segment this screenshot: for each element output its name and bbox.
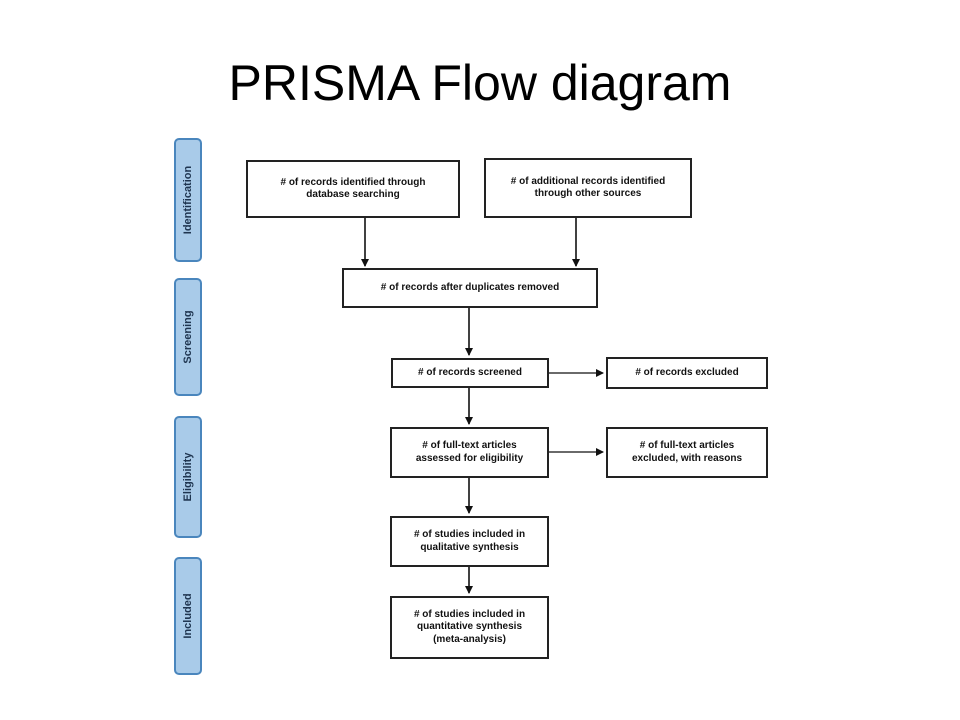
phase-identification: Identification (174, 138, 202, 262)
box-qualitative-synthesis-text: # of studies included in qualitative syn… (413, 529, 526, 553)
box-full-text-assessed-text: # of full-text articles assessed for eli… (415, 440, 524, 464)
box-records-screened-text: # of records screened (418, 366, 522, 378)
box-full-text-assessed: # of full-text articles assessed for eli… (390, 427, 549, 478)
box-qualitative-synthesis: # of studies included in qualitative syn… (390, 516, 549, 567)
box-other-sources: # of additional records identified throu… (484, 158, 692, 218)
box-quantitative-synthesis: # of studies included in quantitative sy… (390, 596, 549, 659)
box-quantitative-synthesis-text: # of studies included in quantitative sy… (413, 608, 526, 645)
phase-included: Included (174, 557, 202, 675)
phase-screening: Screening (174, 278, 202, 396)
box-other-sources-text: # of additional records identified throu… (510, 175, 666, 200)
box-records-screened: # of records screened (391, 358, 549, 388)
box-database-searching: # of records identified through database… (246, 160, 460, 218)
page-title: PRISMA Flow diagram (228, 55, 732, 111)
box-records-excluded-text: # of records excluded (635, 366, 739, 378)
box-database-searching-text: # of records identified through database… (280, 176, 426, 201)
box-records-excluded: # of records excluded (606, 357, 768, 389)
box-after-duplicates-text: # of records after duplicates removed (380, 281, 560, 293)
phase-eligibility: Eligibility (174, 416, 202, 538)
box-after-duplicates: # of records after duplicates removed (342, 268, 598, 308)
box-full-text-excluded: # of full-text articles excluded, with r… (606, 427, 768, 478)
box-full-text-excluded-text: # of full-text articles excluded, with r… (631, 440, 743, 464)
